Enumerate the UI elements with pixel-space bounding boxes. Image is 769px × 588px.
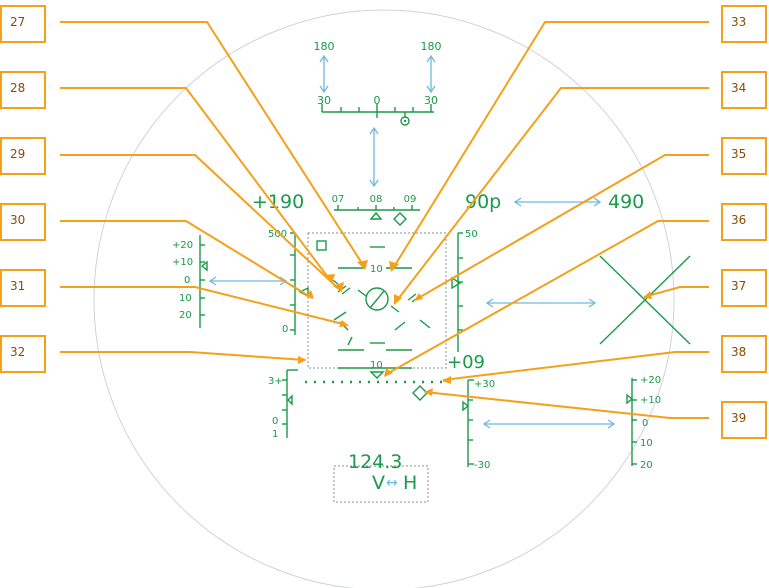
left-g-scale: 3+ 0 1 (268, 369, 298, 440)
right-aoa-label-3: 0 (642, 418, 648, 429)
roll-range-arrows (319, 54, 436, 188)
callout-box (721, 269, 767, 307)
callout-box (721, 203, 767, 241)
callout-box (721, 335, 767, 373)
callout-label: 35 (731, 147, 746, 161)
pitch-ladder: 10 10 (338, 246, 412, 371)
break-x-cross (599, 255, 691, 345)
airspeed-tape-top: 500 (268, 229, 287, 240)
bottom-readout: 124.3 (348, 451, 402, 473)
callout-box (0, 137, 46, 175)
callout-label: 30 (10, 213, 25, 227)
target-designator-icon (316, 240, 327, 251)
callout-label: 38 (731, 345, 746, 359)
left-aoa-label-4: 10 (179, 293, 192, 304)
diamond-marker-icon (412, 385, 428, 401)
callout-box (721, 71, 767, 109)
sideslip-caret-icon (369, 371, 385, 379)
heading-caret-icon (369, 211, 383, 220)
heading-label-2: 08 (370, 194, 383, 205)
left-aoa-range-arrow (208, 276, 288, 286)
right-small-pointer-icon (462, 400, 470, 412)
callout-label: 34 (731, 81, 746, 95)
leader-arrowheads (298, 260, 652, 396)
callout-label: 36 (731, 213, 746, 227)
right-small-scale: +30 -30 (462, 379, 495, 471)
callouts-left: 27 28 29 30 31 32 (0, 5, 46, 373)
callout-label: 39 (731, 411, 746, 425)
pitch-label-upper: 10 (370, 264, 383, 275)
callout-label: 33 (731, 15, 746, 29)
callout-box (0, 71, 46, 109)
pitch-label-lower: 10 (370, 360, 383, 371)
flight-path-marker (357, 287, 400, 313)
callout-box (0, 269, 46, 307)
right-small-scale-bottom: -30 (474, 460, 490, 471)
bottom-readout-frame (333, 465, 429, 503)
callout-label: 28 (10, 81, 25, 95)
callout-label: 37 (731, 279, 746, 293)
callout-box (721, 401, 767, 439)
roll-right-label: 30 (424, 94, 438, 107)
heading-label-3: 09 (404, 194, 417, 205)
callout-label: 32 (10, 345, 25, 359)
right-small-range-arrow (482, 419, 616, 429)
callout-box (0, 335, 46, 373)
right-aoa-label-1: +20 (640, 375, 661, 386)
callout-label: 29 (10, 147, 25, 161)
right-aoa-label-5: 20 (640, 460, 653, 471)
left-aoa-label-2: +10 (172, 257, 193, 268)
heading-bug-icon (393, 212, 407, 226)
roll-left-label: 30 (317, 94, 331, 107)
left-aoa-label-5: 20 (179, 310, 192, 321)
altitude-tape: 50 (451, 229, 478, 352)
altitude-right-readout: 490 (608, 191, 644, 213)
callouts-right: 33 34 35 36 37 38 39 (721, 5, 767, 439)
velocity-vector-icon (365, 287, 389, 311)
callout-label: 31 (10, 279, 25, 293)
right-aoa-label-4: 10 (640, 438, 653, 449)
altitude-tape-range-arrow (485, 298, 597, 308)
left-aoa-label-3: 0 (184, 275, 190, 286)
airspeed-tape: 500 0 (268, 229, 309, 335)
vertical-speed-readout: +09 (447, 352, 485, 373)
g-pointer-icon (287, 394, 293, 406)
right-aoa-pointer-icon (626, 393, 634, 405)
callout-box (721, 137, 767, 175)
left-aoa-scale: +20 +10 0 10 20 (172, 235, 208, 328)
callout-box (0, 5, 46, 43)
left-aoa-label-1: +20 (172, 240, 193, 251)
airspeed-tape-bottom: 0 (282, 324, 288, 335)
g-label-mid: 0 (272, 416, 278, 427)
callout-label: 27 (10, 15, 25, 29)
altitude-tape-top: 50 (465, 229, 478, 240)
right-aoa-scale: +20 +10 0 10 20 (626, 375, 661, 471)
heading-scale: 07 08 09 (332, 194, 420, 226)
callout-box (721, 5, 767, 43)
left-aoa-pointer-icon (200, 260, 208, 272)
airspeed-readout: +190 (252, 191, 304, 213)
heading-label-1: 07 (332, 194, 345, 205)
right-small-scale-top: +30 (474, 379, 495, 390)
altitude-pointer-icon (451, 276, 462, 290)
callout-box (0, 203, 46, 241)
mode-arrow: ↔ (386, 475, 398, 491)
display-boundary-circle (93, 9, 675, 588)
roll-top-left-label: 180 (314, 40, 335, 53)
roll-center-label: 0 (374, 94, 381, 107)
roll-scale: 30 0 30 180 180 (314, 40, 442, 126)
g-label-bottom: 1 (272, 429, 278, 440)
g-label-top: 3+ (268, 376, 283, 387)
altitude-readout: 90p (465, 191, 501, 213)
roll-top-right-label: 180 (421, 40, 442, 53)
leader-lines (60, 21, 709, 419)
mode-left: V (372, 472, 385, 494)
right-aoa-label-2: +10 (640, 395, 661, 406)
mode-right: H (403, 472, 417, 494)
